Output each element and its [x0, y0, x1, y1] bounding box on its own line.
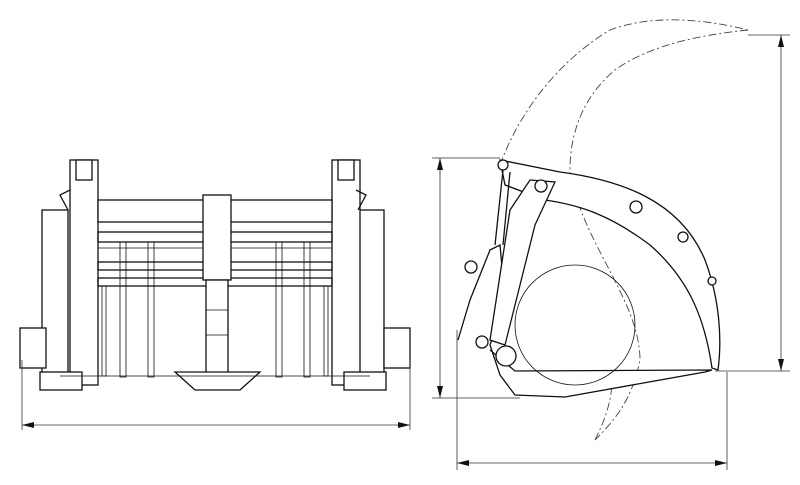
side-view: [432, 19, 790, 470]
bucket-body: [457, 243, 713, 398]
center-cylinder-mount: [173, 194, 262, 391]
cylinder-link: [489, 159, 556, 346]
width-dimension: [21, 360, 411, 430]
height-dimension-left: [432, 157, 520, 399]
grapple-arm: [499, 159, 721, 371]
length-dimension: [456, 330, 728, 470]
left-side-plate: [19, 159, 99, 391]
right-side-plate: [331, 159, 411, 391]
front-view: [19, 159, 411, 430]
height-dimension-right: [715, 34, 790, 372]
